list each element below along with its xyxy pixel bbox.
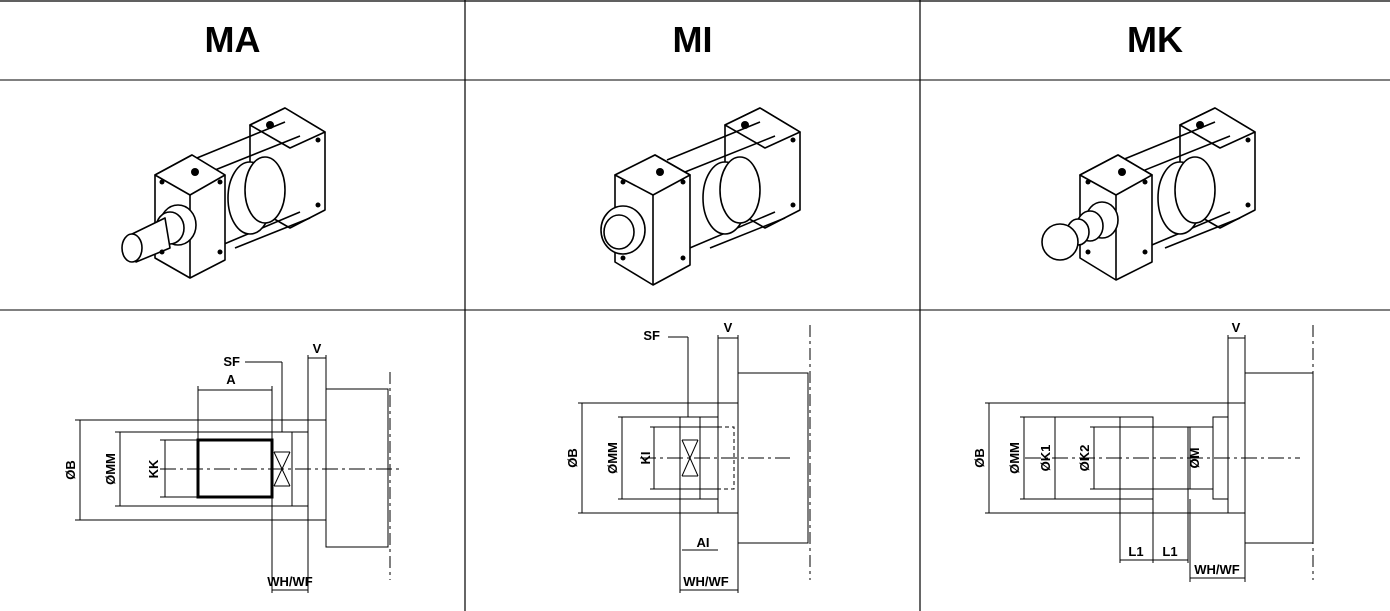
cylinder-illustration-ma (121, 107, 326, 279)
label-whwf: WH/WF (1194, 562, 1240, 577)
label-ok1: ØK1 (1038, 445, 1053, 472)
dimension-drawing-mi: SF V AI WH/WF ØB ØMM KI (565, 320, 811, 593)
label-kk: KK (146, 459, 161, 478)
label-ob: ØB (565, 448, 580, 468)
label-ob: ØB (63, 460, 78, 480)
label-omm: ØMM (605, 442, 620, 474)
header-ma: MA (204, 19, 261, 60)
header-mk: MK (1127, 19, 1183, 60)
label-sf: SF (643, 328, 660, 343)
label-a: A (226, 372, 236, 387)
label-ki: KI (638, 452, 653, 465)
label-v: V (313, 341, 322, 356)
label-omm: ØMM (1007, 442, 1022, 474)
label-v: V (1232, 320, 1241, 335)
label-l1-first: L1 (1128, 544, 1143, 559)
cylinder-illustration-mk (1041, 107, 1256, 281)
label-om: ØM (1187, 448, 1202, 469)
label-sf: SF (223, 354, 240, 369)
label-l1-second: L1 (1162, 544, 1177, 559)
label-v: V (724, 320, 733, 335)
label-ai: AI (697, 535, 710, 550)
dimension-drawing-mk: V L1 L1 WH/WF ØB ØMM ØK1 ØK2 ØM (972, 320, 1314, 582)
label-ok2: ØK2 (1077, 445, 1092, 472)
label-ob: ØB (972, 448, 987, 468)
label-whwf: WH/WF (267, 574, 313, 589)
cylinder-illustration-mi (600, 107, 801, 286)
header-mi: MI (672, 19, 713, 60)
dimension-drawing-ma: A SF V WH/WF ØB ØMM KK (63, 341, 400, 593)
label-omm: ØMM (103, 453, 118, 485)
label-whwf: WH/WF (683, 574, 729, 589)
